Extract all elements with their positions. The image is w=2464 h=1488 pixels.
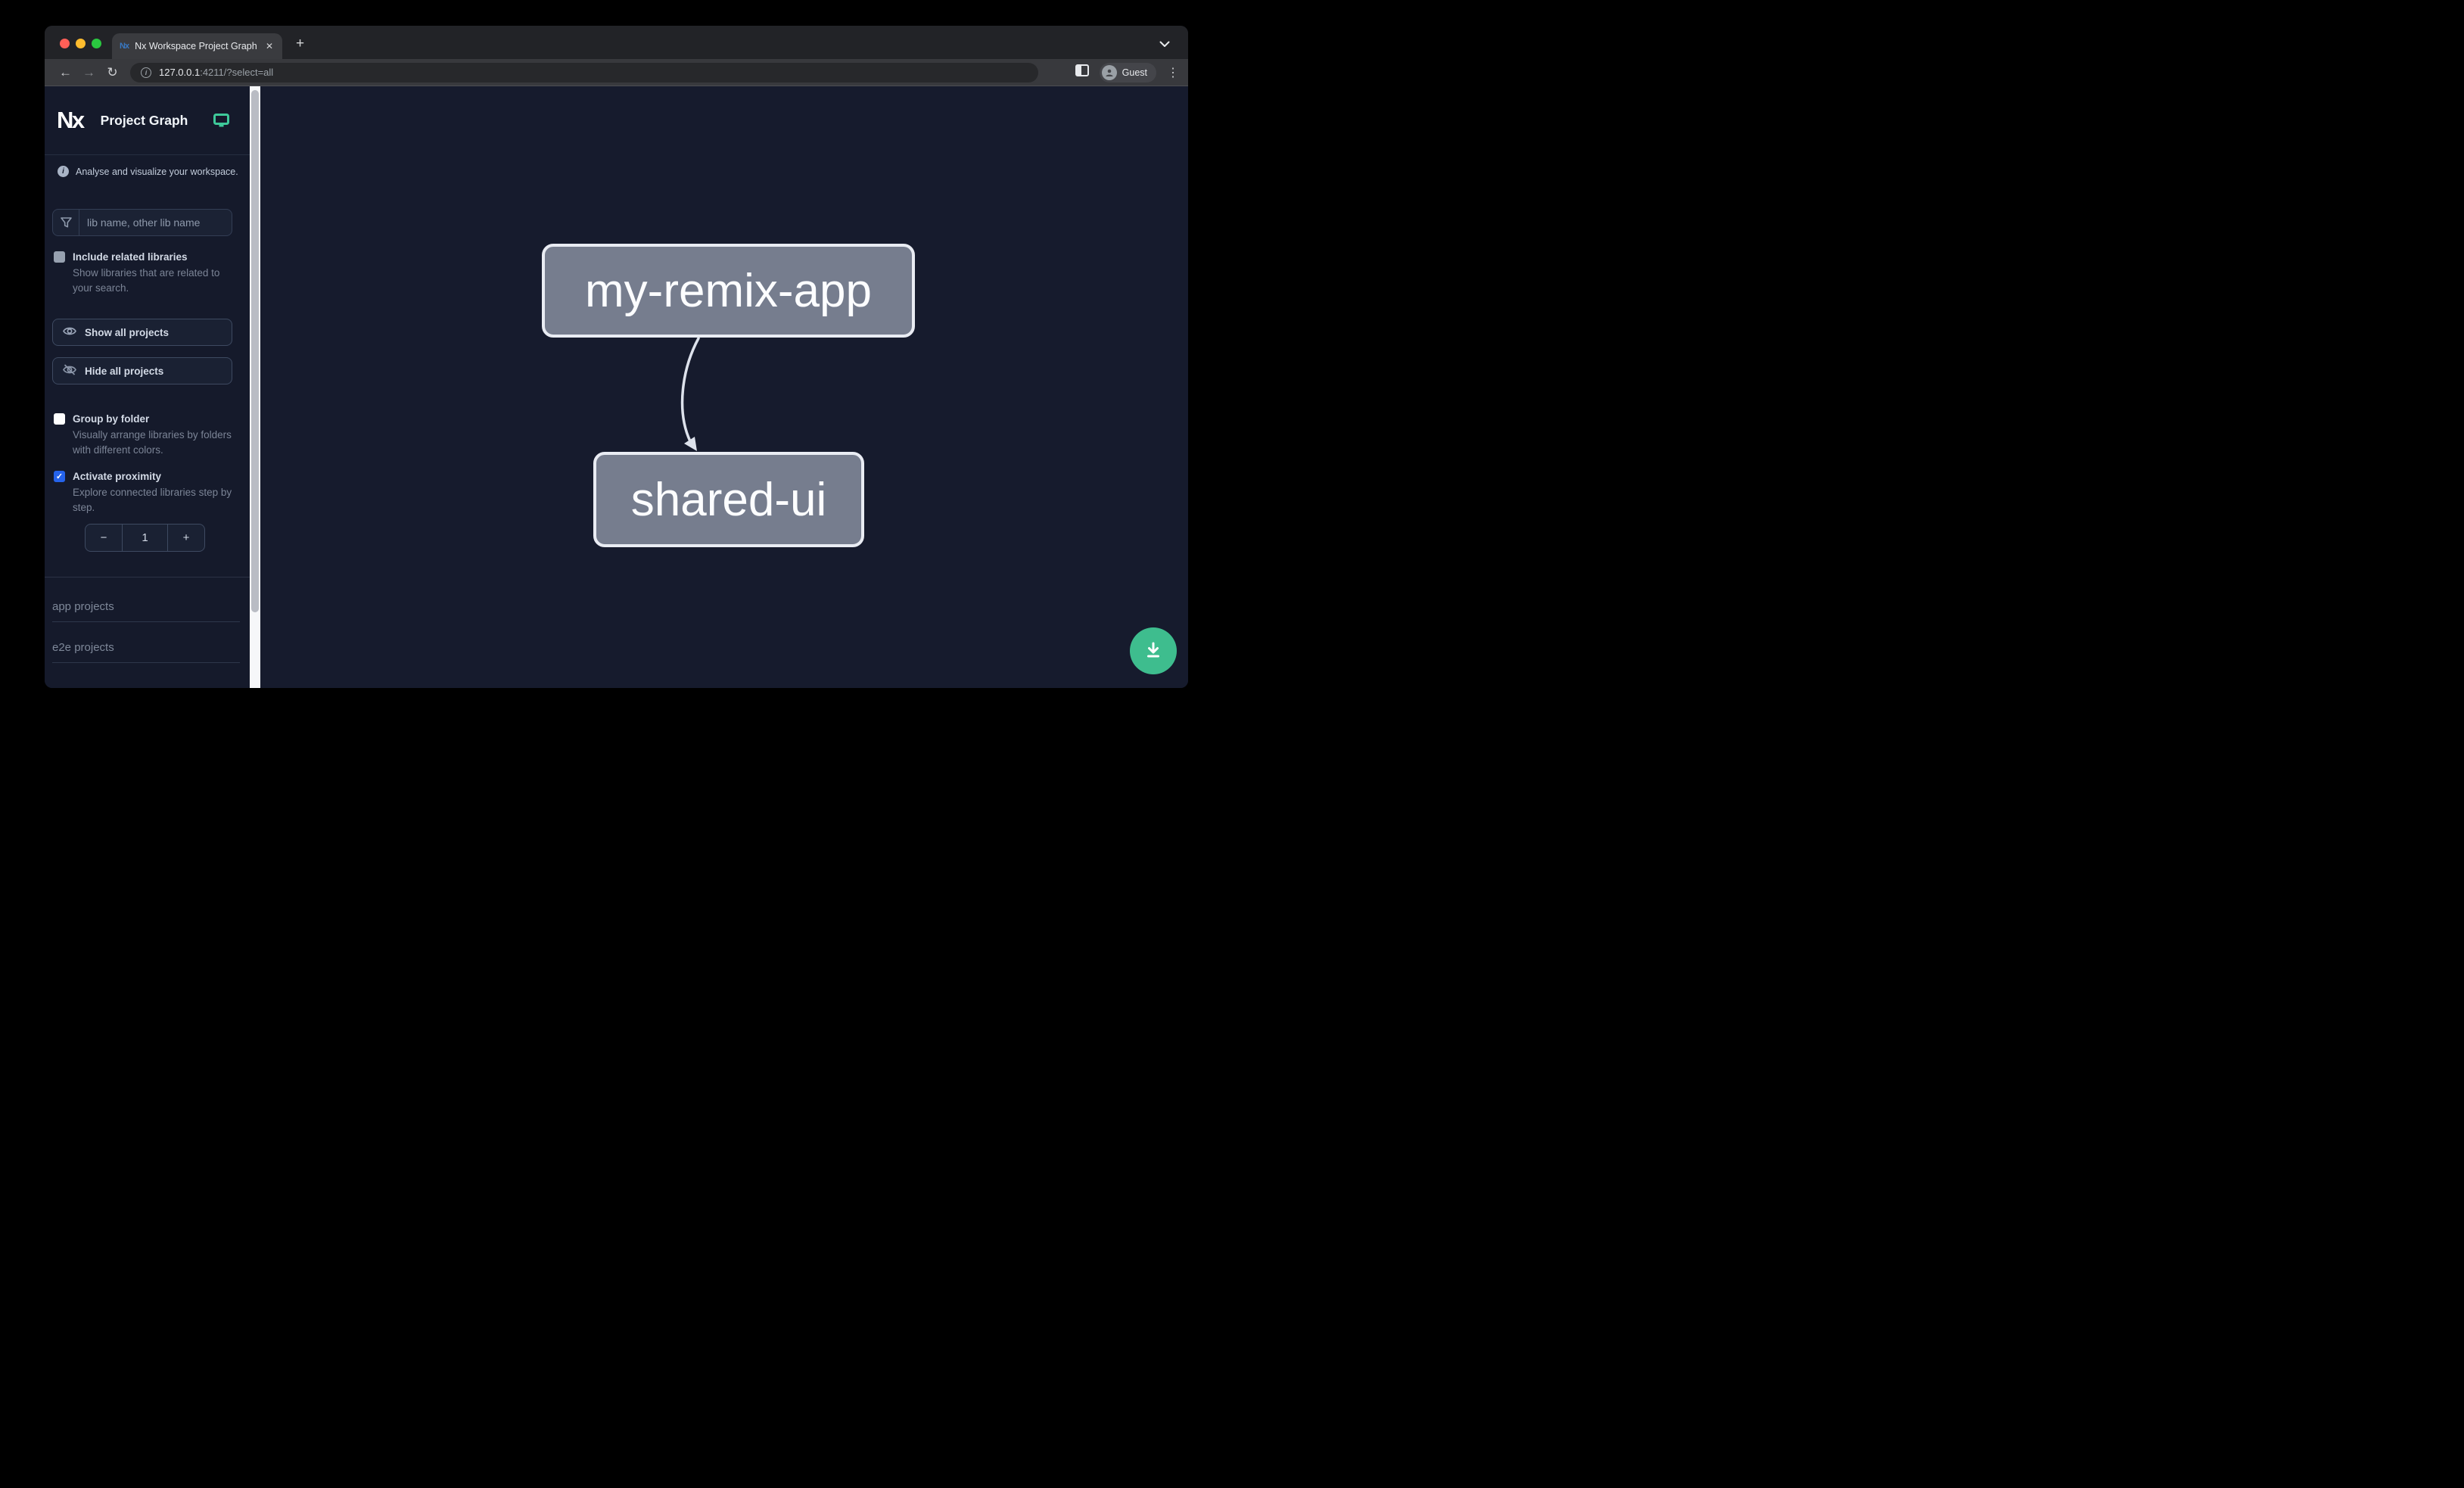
proximity-depth-stepper: − 1 + [85,524,205,552]
activate-proximity-description: Explore connected libraries step by step… [73,487,232,513]
page-content: Nx Project Graph i Analyse and visualize… [45,86,1188,688]
filter-input[interactable] [79,210,232,235]
site-info-icon[interactable]: i [141,67,151,78]
e2e-projects-heading: e2e projects [52,641,114,654]
new-tab-button[interactable]: + [296,36,305,51]
back-button[interactable]: ← [59,64,72,79]
activate-proximity-checkbox[interactable]: ✓ [54,471,65,482]
fullscreen-window-button[interactable] [92,39,101,48]
browser-window: Nx Nx Workspace Project Graph ✕ + ← → ↻ … [45,26,1188,688]
graph-node-shared-ui[interactable]: shared-ui [593,452,864,547]
sidebar-header: Nx Project Graph [45,86,250,155]
download-graph-button[interactable] [1130,627,1177,674]
hide-all-projects-label: Hide all projects [85,365,164,377]
option-activate-proximity: ✓ Activate proximity Explore connected l… [45,471,250,515]
activate-proximity-label: Activate proximity [73,471,162,482]
include-related-label: Include related libraries [73,251,188,263]
graph-node-my-remix-app[interactable]: my-remix-app [542,244,915,338]
window-controls [60,39,101,48]
page-title: Project Graph [100,112,188,128]
browser-toolbar: ← → ↻ i 127.0.0.1:4211/?select=all Guest… [45,59,1188,86]
graph-canvas[interactable]: my-remix-app shared-ui [260,86,1188,688]
tagline-text: Analyse and visualize your workspace. [76,166,238,177]
nx-favicon-icon: Nx [120,42,129,51]
tab-close-icon[interactable]: ✕ [265,41,273,51]
browser-tab[interactable]: Nx Nx Workspace Project Graph ✕ [112,33,282,59]
show-all-projects-label: Show all projects [85,326,170,338]
system-theme-icon[interactable] [213,113,229,128]
include-related-checkbox[interactable] [54,251,65,263]
address-bar[interactable]: i 127.0.0.1:4211/?select=all [130,62,1038,82]
group-by-folder-description: Visually arrange libraries by folders wi… [73,429,232,456]
download-icon [1143,640,1163,662]
sidebar: Nx Project Graph i Analyse and visualize… [45,86,250,688]
profile-name: Guest [1122,67,1147,78]
option-include-related: Include related libraries Show libraries… [45,251,250,295]
include-related-description: Show libraries that are related to your … [73,267,220,294]
minimize-window-button[interactable] [76,39,86,48]
section-e2e-projects: e2e projects [52,641,240,663]
option-group-by-folder: Group by folder Visually arrange librari… [45,413,250,457]
section-divider [52,662,240,663]
group-by-folder-checkbox[interactable] [54,413,65,425]
toolbar-right-cluster: Guest ⋮ [1075,62,1179,82]
workspace-tagline: i Analyse and visualize your workspace. [45,166,250,177]
forward-button[interactable]: → [82,64,95,79]
show-all-projects-button[interactable]: Show all projects [52,319,232,346]
info-icon: i [58,166,69,177]
hide-all-projects-button[interactable]: Hide all projects [52,357,232,384]
sidebar-scrollbar-track [250,86,260,688]
reload-button[interactable]: ↻ [107,64,118,79]
eye-icon [63,326,76,338]
decrement-button[interactable]: − [86,525,123,551]
section-app-projects: app projects [52,600,240,622]
increment-button[interactable]: + [167,525,204,551]
tab-strip: Nx Nx Workspace Project Graph ✕ + [45,26,1188,59]
filter-icon [53,210,79,235]
eye-off-icon [63,364,76,378]
app-projects-heading: app projects [52,600,114,613]
nx-logo: Nx [57,107,85,133]
browser-menu-icon[interactable]: ⋮ [1167,66,1179,79]
sidebar-scrollbar-thumb[interactable] [251,90,259,612]
profile-button[interactable]: Guest [1099,62,1156,82]
url-path: :4211/?select=all [200,67,274,78]
side-panel-icon[interactable] [1075,64,1089,80]
filter-box [52,209,232,236]
depth-value: 1 [142,531,148,544]
avatar [1101,64,1117,80]
chevron-down-icon[interactable] [1159,38,1170,51]
group-by-folder-label: Group by folder [73,413,150,425]
url-text: 127.0.0.1:4211/?select=all [159,67,273,78]
section-divider [52,621,240,622]
dependency-edge [680,337,700,451]
tab-title: Nx Workspace Project Graph [135,41,257,51]
close-window-button[interactable] [60,39,70,48]
url-host: 127.0.0.1 [159,67,201,78]
